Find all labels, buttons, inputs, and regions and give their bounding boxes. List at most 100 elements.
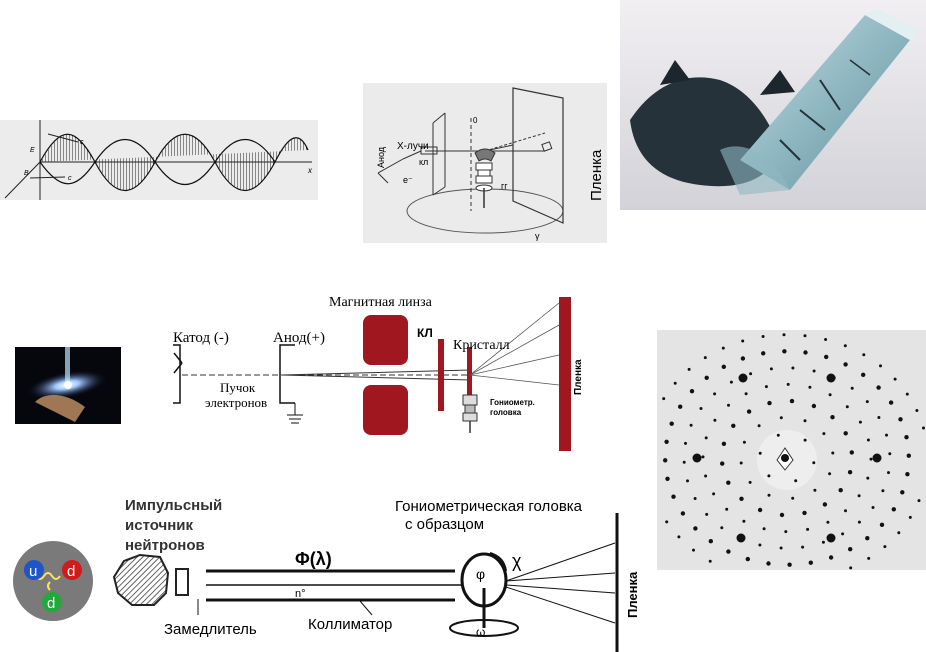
laue-spot — [866, 476, 870, 480]
xray-kl-label: кл — [419, 157, 428, 167]
laue-spot — [871, 506, 875, 509]
neutron-gonio-label-2: с образцом — [405, 516, 484, 533]
electron-diffraction-scheme: Катод (-) Анод(+) Магнитная линза КЛ Кри… — [170, 285, 590, 455]
laue-spot — [682, 460, 686, 464]
laue-spot — [828, 555, 834, 560]
laue-spot — [849, 450, 854, 455]
laue-spot — [671, 494, 676, 499]
beam-label-2: электронов — [205, 395, 267, 410]
laue-spot — [665, 476, 670, 481]
laue-spot — [713, 392, 717, 396]
laue-spot — [806, 527, 810, 531]
collimator-label: Коллиматор — [308, 616, 392, 633]
laue-spot — [885, 433, 888, 437]
beam-label-1: Пучок — [220, 380, 256, 395]
laue-spot — [843, 431, 848, 436]
laue-spot — [847, 470, 853, 475]
laue-spot — [844, 509, 847, 513]
laue-spot — [767, 474, 771, 478]
quark-d1: d — [67, 563, 75, 580]
laue-diffraction-pattern — [657, 330, 926, 570]
laue-spot — [708, 539, 713, 544]
laue-spot — [669, 421, 674, 426]
laue-spot — [917, 499, 921, 503]
moderator-label: Замедлитель — [164, 621, 257, 638]
laue-spot — [689, 389, 695, 394]
kl-label: КЛ — [417, 326, 433, 340]
laue-strong-spot — [872, 453, 882, 463]
laue-spot — [803, 438, 807, 442]
laue-spot — [779, 416, 783, 420]
laue-spot — [704, 474, 708, 478]
laue-spot — [757, 507, 763, 513]
quark-d2: d — [47, 595, 55, 612]
laue-spot — [803, 419, 807, 423]
quark-u: u — [29, 563, 37, 580]
laue-spot — [684, 441, 687, 445]
laue-spot — [831, 451, 835, 455]
laue-spot — [822, 432, 826, 436]
laue-spot — [794, 479, 798, 483]
laue-spot — [821, 540, 825, 544]
laue-spot — [746, 409, 752, 414]
laue-spot — [922, 426, 925, 430]
laue-spot — [776, 433, 780, 437]
laue-spot — [701, 455, 705, 459]
laue-spot — [787, 562, 792, 567]
laue-spot — [845, 405, 849, 409]
laue-spot — [782, 333, 786, 337]
laue-spot — [705, 512, 709, 516]
laue-spot — [761, 335, 765, 338]
omega-label: ω — [476, 625, 485, 639]
gonio-label-2: головка — [490, 408, 522, 417]
laue-spot — [721, 346, 725, 350]
laue-spot — [720, 526, 724, 530]
laue-spot — [720, 461, 725, 466]
laue-spot — [680, 511, 686, 516]
laue-spot — [861, 372, 866, 377]
laue-spot — [664, 439, 669, 444]
laue-spot — [708, 559, 712, 563]
laue-spot — [713, 418, 717, 422]
laue-spot — [904, 435, 909, 440]
laue-spot — [727, 403, 730, 407]
laue-spot — [693, 526, 698, 531]
laue-spot — [782, 349, 787, 354]
laue-spot — [905, 472, 910, 477]
anode-label: Анод(+) — [273, 330, 325, 346]
laue-spot — [758, 543, 762, 547]
laue-spot — [838, 488, 843, 493]
neutron-diffraction-scheme: Импульсный источник нейтронов Φ(λ) n° Го… — [110, 493, 640, 652]
laue-spot — [841, 532, 845, 536]
laue-spot — [888, 400, 894, 405]
neutron-film-label: Пленка — [625, 571, 640, 618]
laue-spot — [828, 472, 832, 476]
laue-spot — [677, 535, 681, 539]
cathode-label: Катод (-) — [173, 330, 229, 346]
phi-small-label: φ — [476, 566, 485, 582]
xray-gg-label: гг — [501, 181, 508, 191]
laue-spot — [862, 353, 866, 357]
laue-spot — [665, 520, 669, 524]
laue-spot — [662, 397, 666, 401]
laue-spot — [891, 507, 896, 512]
xray-electron-label: e⁻ — [403, 175, 413, 185]
laue-strong-spot — [692, 453, 702, 463]
neutron-source-label-1: Импульсный — [125, 497, 222, 514]
laue-spot — [767, 400, 772, 406]
laue-spot — [766, 561, 771, 566]
laue-spot — [824, 338, 828, 341]
laue-spot — [811, 403, 817, 409]
label-b: B — [24, 170, 29, 177]
label-e: E — [30, 147, 35, 154]
laue-spot — [826, 520, 830, 524]
laue-spot — [673, 381, 677, 385]
laue-spot — [865, 536, 870, 541]
laue-spot — [721, 441, 727, 446]
laue-spot — [767, 493, 771, 497]
laue-spot — [866, 438, 870, 442]
laue-spot — [731, 423, 736, 428]
laue-spot — [739, 461, 743, 465]
laue-spot — [857, 520, 861, 524]
laue-spot — [678, 404, 683, 409]
